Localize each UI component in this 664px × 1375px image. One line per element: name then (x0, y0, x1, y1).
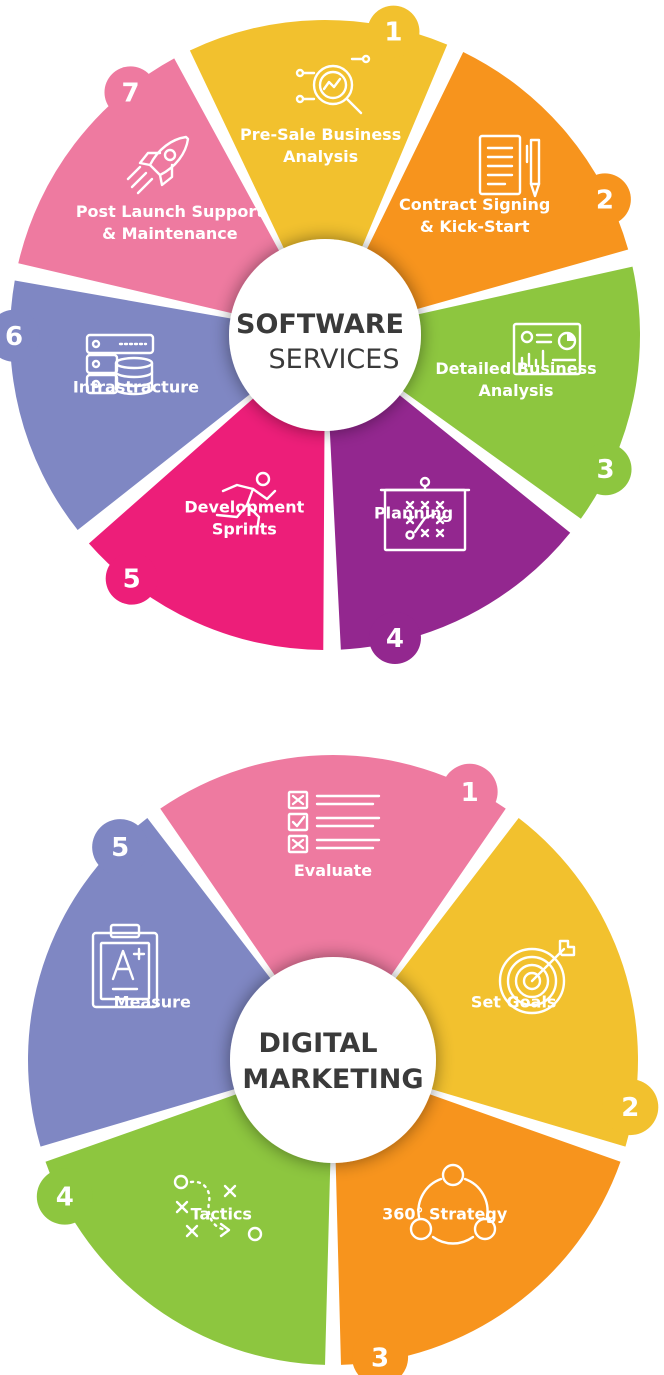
segment-5 (28, 818, 297, 1147)
segment-number-badge (36, 1168, 93, 1225)
segment-label: Pre-Sale Business (240, 125, 401, 144)
segment-number: 6 (5, 322, 23, 352)
magnifier-analysis-icon (295, 54, 371, 115)
segment-number: 1 (384, 18, 402, 48)
segment-number: 4 (386, 624, 404, 654)
segment-number-badge (104, 66, 157, 119)
segment-label: Measure (114, 992, 191, 1011)
target-arrow-icon (498, 939, 576, 1015)
segment-number: 1 (461, 778, 479, 808)
segment-7 (18, 58, 297, 322)
segment-number: 3 (596, 455, 614, 485)
segment-5 (88, 374, 325, 650)
software-hub-subtitle: SERVICES (269, 344, 400, 375)
segment-wedge (18, 58, 297, 322)
segment-wedge (160, 755, 506, 1011)
tactics-play-icon (173, 1174, 263, 1242)
segment-number: 7 (121, 78, 139, 108)
segment-label: Post Launch Support (76, 202, 264, 221)
segment-wedge (351, 51, 629, 319)
segment-label: Contract Signing (399, 195, 550, 214)
segment-1 (189, 5, 448, 281)
segment-number-badge (578, 173, 631, 226)
segment-wedge (369, 818, 638, 1147)
software-hub-title: SOFTWARE (236, 309, 404, 340)
segment-label: & Maintenance (102, 224, 238, 243)
segment-4 (328, 372, 571, 665)
segment-number: 5 (123, 565, 141, 595)
segment-6 (0, 280, 278, 531)
cycle-nodes-icon (409, 1163, 497, 1245)
segment-label: 360° Strategy (382, 1205, 508, 1224)
marketing-hub-subtitle: MARKETING (242, 1064, 423, 1095)
segment-2 (369, 818, 659, 1147)
segment-1 (160, 755, 506, 1011)
segment-label: Analysis (283, 147, 358, 166)
segment-wedge (189, 19, 448, 281)
segment-3 (373, 266, 641, 519)
segment-wedge (28, 818, 297, 1147)
segment-wedge (328, 372, 571, 650)
segment-label: Sprints (212, 520, 277, 539)
segment-label: Detailed Business (435, 359, 596, 378)
segment-number-badge (367, 5, 420, 58)
segment-number-badge (579, 443, 632, 496)
segment-number: 5 (111, 833, 129, 863)
marketing-hub (230, 957, 436, 1163)
segment-number: 3 (371, 1343, 389, 1373)
document-pen-icon (478, 134, 541, 198)
segment-wedge (10, 280, 278, 531)
segment-number-badge (352, 1329, 409, 1375)
segment-label: Planning (374, 504, 453, 523)
segment-label: & Kick-Start (420, 217, 530, 236)
segment-label: Analysis (479, 381, 554, 400)
segment-wedge (373, 266, 641, 519)
grade-clipboard-icon (91, 923, 159, 1009)
marketing-hub-title: DIGITAL (258, 1028, 377, 1059)
segment-number-badge (105, 552, 158, 605)
strategy-board-icon (379, 476, 471, 552)
segment-wedge (45, 1080, 332, 1365)
segment-4 (36, 1080, 332, 1365)
segment-2 (351, 51, 631, 319)
segment-number: 2 (596, 185, 614, 215)
segment-number: 2 (621, 1093, 639, 1123)
segment-number-badge (602, 1079, 659, 1136)
rocket-icon (126, 135, 190, 195)
server-database-icon (85, 333, 155, 396)
segment-number-badge (368, 612, 421, 665)
checklist-icon (287, 790, 381, 854)
running-man-icon (215, 471, 277, 533)
dashboard-screen-icon (512, 322, 582, 376)
segment-number-badge (0, 309, 40, 362)
segment-label: Evaluate (294, 861, 372, 880)
segment-number-badge (92, 819, 149, 876)
software-hub (229, 239, 421, 431)
segment-number: 4 (56, 1183, 74, 1213)
segment-number-badge (441, 763, 498, 820)
segment-label: Tactics (191, 1205, 252, 1224)
